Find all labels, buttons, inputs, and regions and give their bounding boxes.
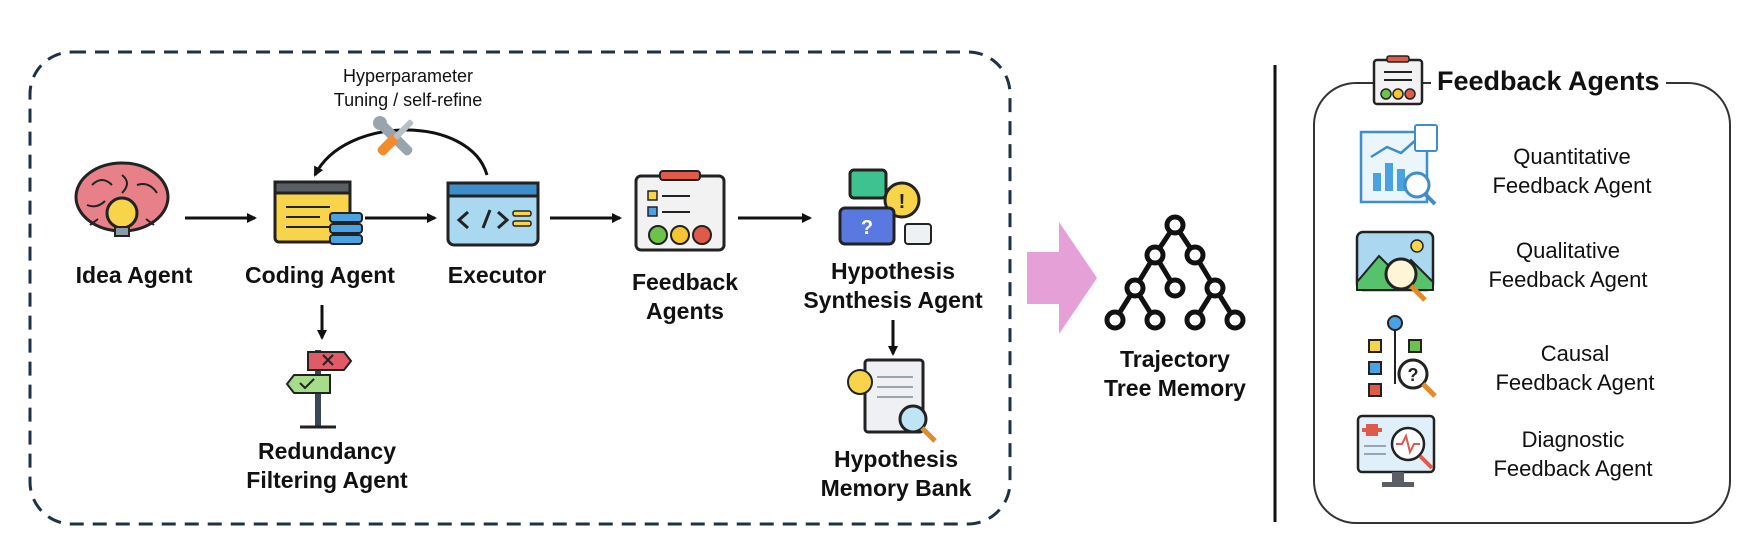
svg-text:?: ?: [861, 217, 873, 239]
loop-label-line1: Hyperparameter: [342, 66, 474, 86]
hypothesis-synthesis-label: Hypothesis Synthesis Agent: [803, 257, 982, 315]
svg-text:?: ?: [1408, 365, 1419, 385]
coding-agent-text: Coding Agent: [245, 262, 395, 288]
chat-question-icon: ! ?: [838, 168, 932, 246]
feedback-agents-line2: Agents: [646, 298, 724, 324]
diagnostic-line2: Feedback Agent: [1493, 456, 1653, 481]
qualitative-line2: Feedback Agent: [1488, 267, 1648, 292]
medical-monitor-icon: [1356, 414, 1436, 487]
quantitative-agent-label: Quantitative Feedback Agent: [1492, 142, 1651, 200]
big-arrow: [1027, 222, 1097, 334]
hypothesis-synthesis-line2: Synthesis Agent: [803, 287, 983, 313]
hypothesis-memory-label: Hypothesis Memory Bank: [821, 445, 972, 503]
redundancy-line2: Filtering Agent: [246, 467, 408, 493]
diagnostic-line1: Diagnostic: [1521, 427, 1625, 452]
brain-bulb-icon: [74, 161, 170, 237]
chart-analysis-icon: [1359, 124, 1438, 206]
tools-icon: [373, 116, 414, 156]
quantitative-line1: Quantitative: [1513, 144, 1631, 169]
arrow-loop-executor-to-coding: [313, 128, 489, 177]
code-brackets-icon: [446, 181, 540, 247]
trajectory-label: Trajectory Tree Memory: [1104, 345, 1246, 403]
memory-line2: Memory Bank: [820, 475, 972, 501]
memory-line1: Hypothesis: [834, 446, 958, 472]
code-window-icon: [273, 180, 363, 245]
workflow-container: [28, 50, 1012, 526]
qualitative-agent-label: Qualitative Feedback Agent: [1488, 236, 1647, 294]
panel-feedback-board-icon: [1372, 55, 1424, 106]
idea-agent-label: Idea Agent: [76, 261, 193, 290]
feedback-board-icon: [634, 170, 726, 252]
hypothesis-synthesis-line1: Hypothesis: [831, 258, 955, 284]
executor-text: Executor: [447, 262, 547, 288]
quantitative-line2: Feedback Agent: [1492, 173, 1652, 198]
feedback-agents-label: Feedback Agents: [632, 268, 738, 326]
loop-label: Hyperparameter Tuning / self-refine: [334, 64, 482, 112]
causal-line1: Causal: [1540, 341, 1610, 366]
tree-icon: [1104, 214, 1246, 331]
idea-agent-text: Idea Agent: [75, 262, 193, 288]
redundancy-filtering-label: Redundancy Filtering Agent: [246, 437, 407, 495]
qualitative-line1: Qualitative: [1516, 238, 1620, 263]
feedback-agents-line1: Feedback: [631, 269, 739, 295]
image-inspect-icon: [1355, 230, 1435, 302]
diagnostic-agent-label: Diagnostic Feedback Agent: [1493, 425, 1652, 483]
redundancy-line1: Redundancy: [257, 438, 397, 464]
svg-text:!: !: [899, 191, 906, 213]
loop-label-line2: Tuning / self-refine: [333, 90, 483, 110]
causal-graph-icon: ?: [1368, 315, 1437, 398]
coding-agent-label: Coding Agent: [245, 261, 395, 290]
trajectory-line1: Trajectory: [1120, 346, 1230, 372]
signpost-icon: [285, 350, 353, 429]
panel-title: Feedback Agents: [1431, 66, 1666, 97]
trajectory-line2: Tree Memory: [1104, 375, 1246, 401]
executor-label: Executor: [448, 261, 546, 290]
causal-line2: Feedback Agent: [1495, 370, 1655, 395]
causal-agent-label: Causal Feedback Agent: [1495, 339, 1654, 397]
memory-document-icon: [847, 358, 937, 443]
